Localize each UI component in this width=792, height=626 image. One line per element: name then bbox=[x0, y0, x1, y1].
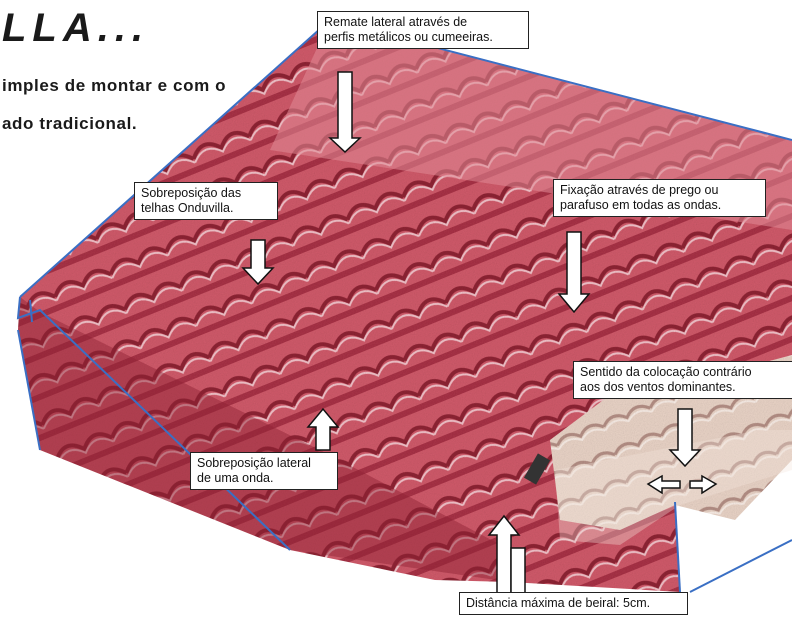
callout-sentido-line2: aos dos ventos dominantes. bbox=[580, 380, 786, 395]
callout-lateral-line1: Sobreposição lateral bbox=[197, 456, 331, 471]
callout-remate-line1: Remate lateral através de bbox=[324, 15, 522, 30]
callout-fixacao-line1: Fixação através de prego ou bbox=[560, 183, 759, 198]
subtitle-line-2: ado tradicional. bbox=[2, 114, 137, 134]
callout-remate-lateral: Remate lateral através de perfis metálic… bbox=[317, 11, 529, 49]
callout-sobreposicao-telhas: Sobreposição das telhas Onduvilla. bbox=[134, 182, 278, 220]
callout-fixacao-line2: parafuso em todas as ondas. bbox=[560, 198, 759, 213]
callout-sobreposicao-line2: telhas Onduvilla. bbox=[141, 201, 271, 216]
callout-sentido-colocacao: Sentido da colocação contrário aos dos v… bbox=[573, 361, 792, 399]
subtitle-line-1: imples de montar e com o bbox=[2, 76, 226, 96]
callout-lateral-line2: de uma onda. bbox=[197, 471, 331, 486]
callout-sobreposicao-line1: Sobreposição das bbox=[141, 186, 271, 201]
page-title: LLA... bbox=[2, 6, 149, 51]
callout-distancia-line1: Distância máxima de beiral: 5cm. bbox=[466, 596, 681, 611]
callout-distancia-beiral: Distância máxima de beiral: 5cm. bbox=[459, 592, 688, 615]
callout-sentido-line1: Sentido da colocação contrário bbox=[580, 365, 786, 380]
callout-remate-line2: perfis metálicos ou cumeeiras. bbox=[324, 30, 522, 45]
callout-fixacao: Fixação através de prego ou parafuso em … bbox=[553, 179, 766, 217]
callout-sobreposicao-lateral: Sobreposição lateral de uma onda. bbox=[190, 452, 338, 490]
